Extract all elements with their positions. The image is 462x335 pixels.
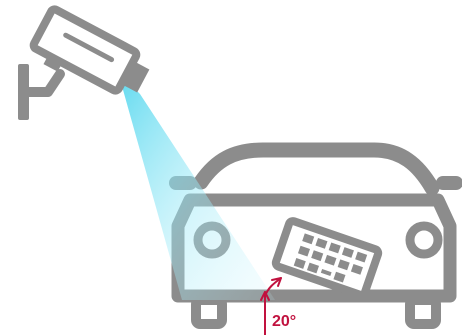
license-plate-icon: [275, 220, 380, 296]
right-wheel: [410, 300, 436, 324]
right-headlight: [410, 226, 438, 254]
angle-label: 20°: [272, 313, 296, 330]
left-wheel: [196, 300, 222, 324]
camera-bracket-arm: [29, 74, 60, 92]
car-roof: [201, 150, 432, 188]
camera-beam: [118, 72, 275, 300]
